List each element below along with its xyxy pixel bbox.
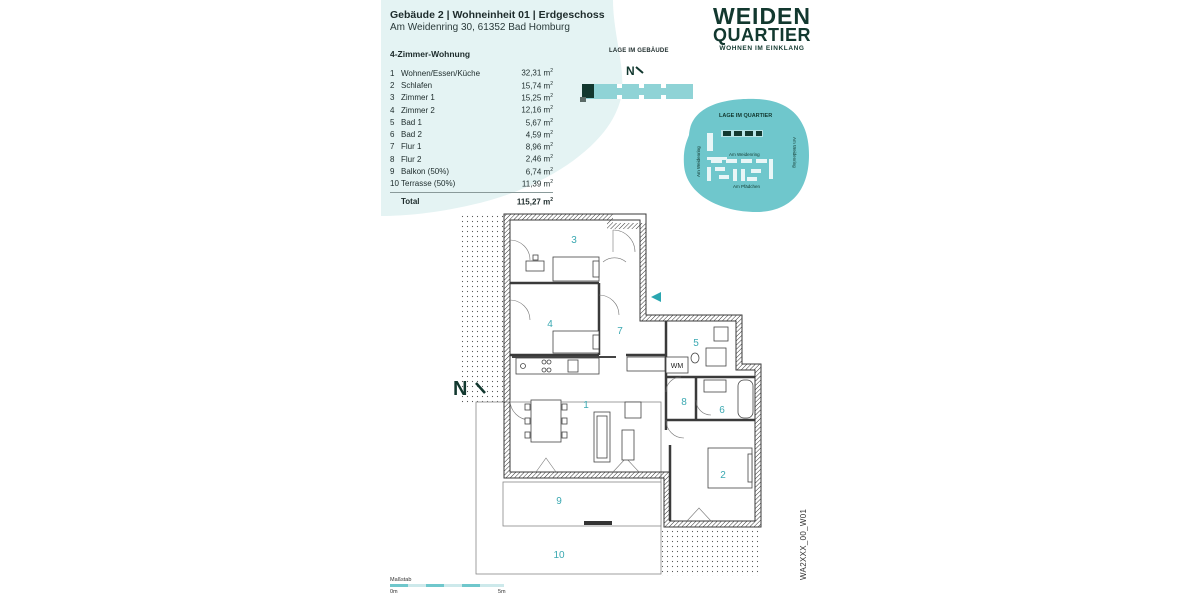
room-label-8: 8 <box>681 397 687 408</box>
north-label-plan: N <box>453 378 467 400</box>
page-title: Gebäude 2 | Wohneinheit 01 | Erdgeschoss <box>390 9 605 21</box>
room-label-4: 4 <box>547 319 553 330</box>
scale-start: 0m <box>390 589 398 595</box>
svg-text:Am Pfädchen: Am Pfädchen <box>733 184 761 189</box>
room-label-9: 9 <box>556 496 562 507</box>
north-arrow-icon <box>475 382 486 394</box>
north-label: N <box>626 64 635 78</box>
building-location-map: N <box>580 64 693 102</box>
entrance-arrow-icon <box>651 292 661 302</box>
svg-text:LAGE IM QUARTIER: LAGE IM QUARTIER <box>719 113 772 119</box>
room-label-10: 10 <box>553 550 565 561</box>
scale-bar <box>390 584 504 587</box>
north-arrow-icon <box>635 66 644 74</box>
washing-machine-label: WM <box>671 363 684 370</box>
floor-plan: 1 2 3 4 5 6 7 8 9 10 WM N <box>390 213 762 587</box>
room-label-6: 6 <box>719 405 725 416</box>
unit-highlight <box>582 84 594 98</box>
scale-end: 5m <box>498 589 506 595</box>
unit-type: 4-Zimmer-Wohnung <box>390 49 471 59</box>
room-label-5: 5 <box>693 338 699 349</box>
room-label-3: 3 <box>571 235 577 246</box>
svg-text:Am Weidenring: Am Weidenring <box>792 137 797 168</box>
building-location-title: LAGE IM GEBÄUDE <box>609 48 669 54</box>
floor-plan-sheet: Gebäude 2 | Wohneinheit 01 | Erdgeschoss… <box>381 0 821 600</box>
room-label-7: 7 <box>617 326 623 337</box>
quarter-location-map: LAGE IM QUARTIER Am Weidenring Am Pfädch… <box>683 98 809 212</box>
address: Am Weidenring 30, 61352 Bad Homburg <box>390 22 570 33</box>
header-background <box>381 0 623 216</box>
room-label-2: 2 <box>720 470 726 481</box>
plan-code: WA2XXX_00_W01 <box>799 508 808 580</box>
svg-text:Am Weidenring: Am Weidenring <box>696 146 701 177</box>
weiden-quartier-logo: WEIDEN QUARTIER WOHNEN IM EINKLANG <box>713 3 811 53</box>
svg-text:Am Weidenring: Am Weidenring <box>729 152 760 157</box>
room-label-1: 1 <box>583 400 589 411</box>
balcony <box>502 481 662 527</box>
scale-label: Maßstab <box>390 577 412 583</box>
